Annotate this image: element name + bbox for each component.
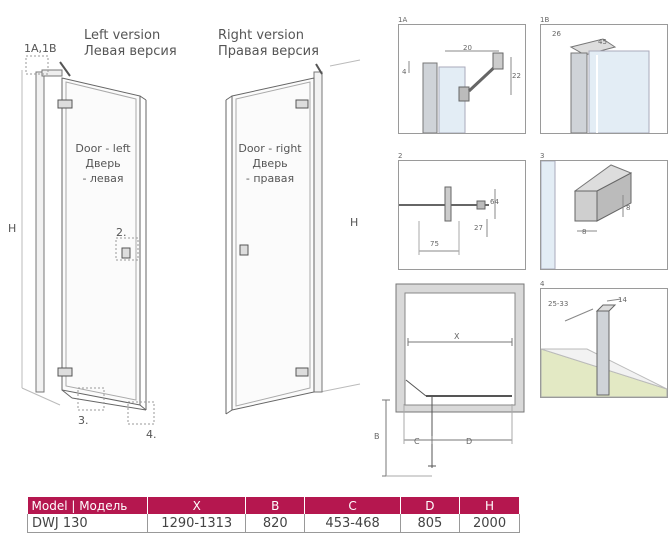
height-label-left: H [8,222,17,235]
cell-model: DWJ 130 [26,514,149,533]
panel-2-dim-75: 75 [430,240,439,248]
door-right-label-1: Door - right [238,142,302,155]
plan-dim-c: C [414,437,420,446]
panel-4-dim-25-33: 25-33 [548,300,569,308]
door-right-label-2: Дверь [252,157,288,170]
panel-3-label: 3 [540,152,545,160]
panel-3-dim-8-vertical: 8 [626,204,631,212]
panel-1a-dim-20: 20 [463,44,472,52]
cell-c: 453-468 [304,514,401,533]
detail-panel-4 [540,288,668,398]
table-row: DWJ 130 1290-1313 820 453-468 805 2000 [26,514,520,533]
plan-view-drawing [382,283,525,477]
height-label-right: H [350,216,359,229]
panel-1b-dim-45: 45 [598,38,607,46]
col-x: X [147,497,247,514]
spec-table: Model | Модель X B C D H DWJ 130 1290-13… [26,497,520,533]
panel-2-dim-27: 27 [474,224,483,232]
panel-1b-label: 1B [540,16,550,24]
detail-panel-3 [540,160,668,270]
panel-4-label: 4 [540,280,545,288]
left-version-title-ru: Левая версия [84,44,177,59]
left-door-drawing [21,55,155,425]
col-model: Model | Модель [27,497,149,514]
detail-panel-1a [398,24,526,134]
col-c: C [304,497,401,514]
plan-dim-b: B [374,432,380,441]
panel-2-label: 2 [398,152,403,160]
left-version-title: Left version [84,28,161,43]
callout-1a1b: 1A,1B [24,42,57,55]
panel-1b-dim-26: 26 [552,30,561,38]
callout-3: 3. [78,414,89,427]
panel-1a-label: 1A [398,16,408,24]
panel-3-dim-8-horizontal: 8 [582,228,587,236]
door-left-label-2: Дверь [85,157,121,170]
cell-d: 805 [400,514,461,533]
cell-h: 2000 [459,514,520,533]
detail-panel-2 [398,160,526,270]
panel-1a-dim-4: 4 [402,68,407,76]
col-b: B [245,497,306,514]
detail-panel-1b [540,24,668,134]
plan-dim-d: D [466,437,473,446]
door-left-label-3: - левая [82,172,124,185]
plan-dim-x: X [454,332,460,341]
panel-2-dim-64: 64 [490,198,499,206]
cell-x: 1290-1313 [147,514,247,533]
col-d: D [400,497,461,514]
right-version-title: Right version [218,28,304,43]
right-door-drawing [225,59,361,415]
spec-table-header: Model | Модель X B C D H [27,497,520,514]
col-h: H [459,497,520,514]
cell-b: 820 [245,514,306,533]
right-version-title-ru: Правая версия [218,44,319,59]
door-left-label-1: Door - left [75,142,131,155]
panel-4-dim-14: 14 [618,296,627,304]
door-right-label-3: - правая [245,172,295,185]
callout-4: 4. [146,428,157,441]
panel-1a-dim-22: 22 [512,72,521,80]
callout-2: 2. [116,226,127,239]
